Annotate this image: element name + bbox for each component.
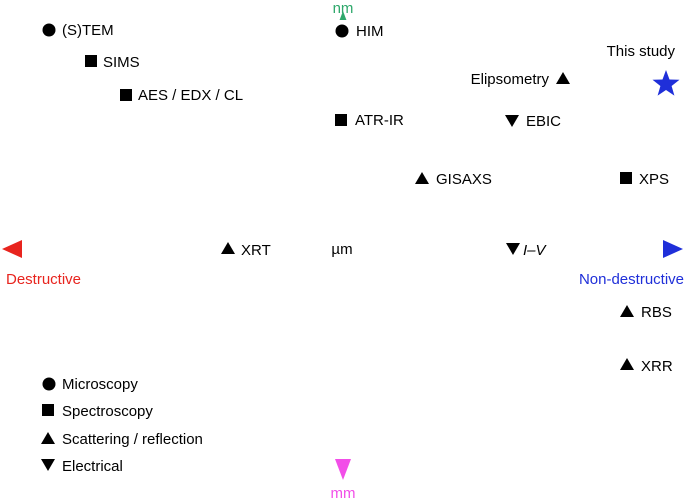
technique-sims: SIMS [85,54,140,71]
circle-icon [335,24,349,38]
legend-item-electrical: Electrical [41,458,123,475]
legend-item-microscopy: Microscopy [42,376,138,393]
square-icon [335,114,347,126]
atrir-label-bg [333,108,419,130]
technique-xrr: XRR [620,358,673,375]
technique-ebic: EBIC [505,113,561,130]
technique-stem: (S)TEM [42,22,114,39]
legend-label: Microscopy [62,376,138,393]
triangle-down-icon [506,243,520,255]
technique-label: GISAXS [436,171,492,188]
triangle-up-icon [556,72,570,84]
technique-label: EBIC [526,113,561,130]
technique-label: I–V [523,242,548,259]
technique-label: ATR-IR [355,112,404,129]
legend-item-spectroscopy: Spectroscopy [42,403,153,420]
center-label-bg [323,238,361,260]
non-destructive-label: Non-destructive [579,271,684,288]
him-label-bg [333,20,393,42]
square-icon [85,55,97,67]
technique-label: Elipsometry [471,71,550,88]
technique-him: HIM [335,23,384,40]
legend-label: Electrical [62,458,123,475]
triangle-down-icon [505,115,519,127]
triangle-down-icon [41,459,55,471]
triangle-up-icon [620,358,634,370]
technique-xrt: XRT [221,242,271,259]
legend-label: Spectroscopy [62,403,153,420]
technique-label: XPS [639,171,669,188]
technique-rbs: RBS [620,304,672,321]
micrometer-label: µm [331,241,352,258]
technique-iv: I–V [506,242,548,259]
technique-label: RBS [641,304,672,321]
technique-aes: AES / EDX / CL [120,87,243,104]
triangle-up-icon [620,305,634,317]
this-study-label: This study [607,43,676,60]
technique-label: XRT [241,242,271,259]
technique-xps: XPS [620,171,669,188]
technique-label: HIM [356,23,384,40]
star-icon [652,70,680,96]
technique-label: SIMS [103,54,140,71]
square-icon [120,89,132,101]
triangle-up-icon [415,172,429,184]
destructive-label: Destructive [6,271,81,288]
square-icon [42,404,54,416]
circle-icon [42,377,56,391]
destructive-arrowhead [2,240,22,258]
technique-atrir: ATR-IR [335,112,404,129]
non-destructive-arrowhead [663,240,683,258]
mm-arrowhead [335,459,351,480]
legend-item-scattering: Scattering / reflection [41,431,203,448]
technique-this-study: This study [607,43,680,96]
legend-label: Scattering / reflection [62,431,203,448]
circle-icon [42,23,56,37]
technique-label: (S)TEM [62,22,114,39]
triangle-up-icon [41,432,55,444]
triangle-up-icon [221,242,235,254]
nm-label: nm [333,0,354,17]
technique-ellipsometry: Elipsometry [471,71,570,88]
xrt-label-bg [218,238,286,260]
mm-label: mm [331,485,356,502]
legend: Microscopy Spectroscopy Scattering / ref… [41,376,203,475]
technique-label: XRR [641,358,673,375]
technique-label: AES / EDX / CL [138,87,243,104]
technique-gisaxs: GISAXS [415,171,492,188]
square-icon [620,172,632,184]
